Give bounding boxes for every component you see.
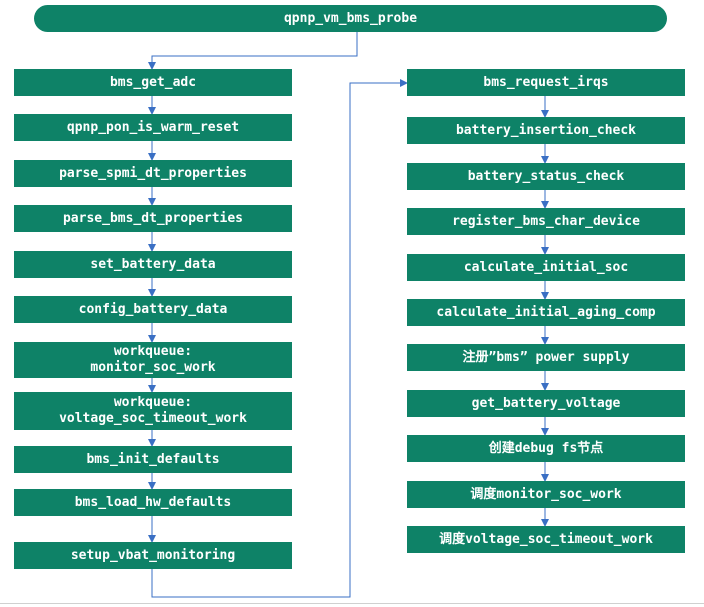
right-step-10: 调度monitor_soc_work: [407, 481, 685, 508]
left-step-3: parse_spmi_dt_properties: [14, 160, 292, 187]
left-step-6: config_battery_data: [14, 296, 292, 323]
left-step-2: qpnp_pon_is_warm_reset: [14, 114, 292, 141]
left-step-5: set_battery_data: [14, 251, 292, 278]
right-step-3: battery_status_check: [407, 163, 685, 190]
right-step-4: register_bms_char_device: [407, 208, 685, 235]
right-step-9: 创建debug fs节点: [407, 435, 685, 462]
left-step-11: setup_vbat_monitoring: [14, 542, 292, 569]
right-step-6: calculate_initial_aging_comp: [407, 299, 685, 326]
left-step-8: workqueue: voltage_soc_timeout_work: [14, 392, 292, 430]
left-step-1: bms_get_adc: [14, 69, 292, 96]
left-step-9: bms_init_defaults: [14, 446, 292, 473]
right-step-5: calculate_initial_soc: [407, 254, 685, 281]
right-step-11: 调度voltage_soc_timeout_work: [407, 526, 685, 553]
left-step-4: parse_bms_dt_properties: [14, 205, 292, 232]
right-step-2: battery_insertion_check: [407, 117, 685, 144]
connector-root-to-left: [148, 32, 358, 70]
left-step-10: bms_load_hw_defaults: [14, 489, 292, 516]
left-step-7: workqueue: monitor_soc_work: [14, 342, 292, 378]
right-step-1: bms_request_irqs: [407, 69, 685, 96]
bottom-divider: [0, 603, 704, 604]
connector-left-to-right: [151, 79, 408, 598]
root-node: qpnp_vm_bms_probe: [34, 5, 667, 32]
right-step-7: 注册”bms” power supply: [407, 344, 685, 371]
right-step-8: get_battery_voltage: [407, 390, 685, 417]
